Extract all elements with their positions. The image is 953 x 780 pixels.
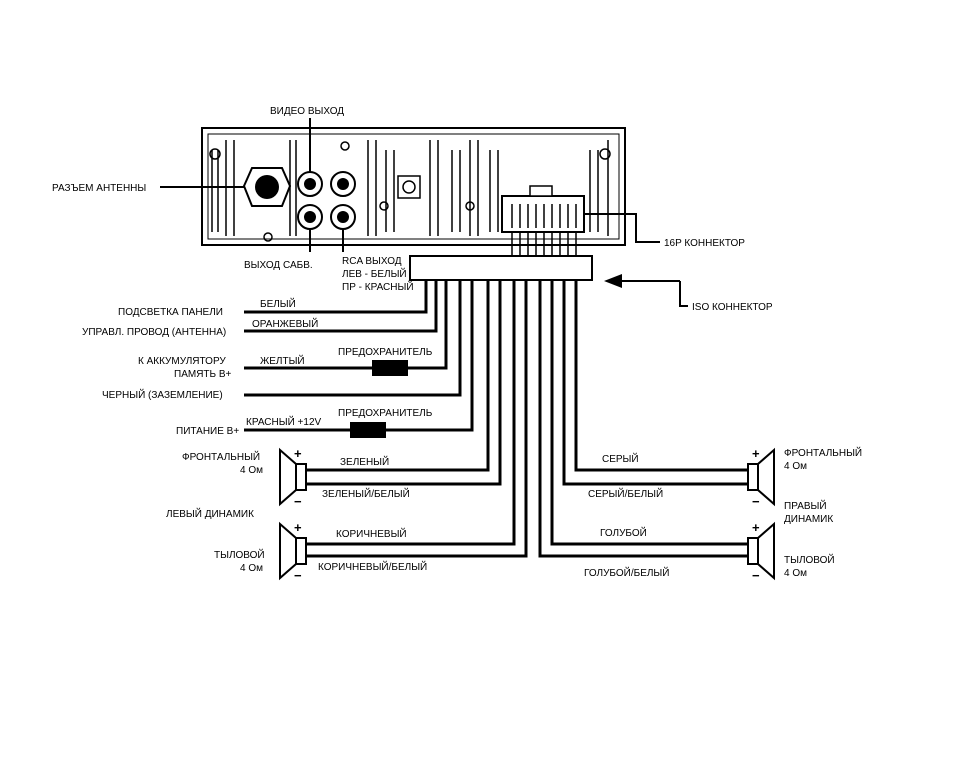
left-wires [244,280,528,558]
green-wire-label: ЗЕЛЕНЫЙ [340,455,389,468]
gray-wire-label: СЕРЫЙ [602,452,639,465]
iso-connector-label: ISO КОННЕКТОР [692,302,773,313]
right-speaker-label-1: ПРАВЫЙ [784,499,827,512]
fuse-battery [372,360,408,376]
antenna-ctrl-label: УПРАВЛ. ПРОВОД (АНТЕННА) [82,327,226,338]
polarity-minus: − [294,568,302,583]
head-unit-rear-panel [201,127,626,246]
fuse-battery-label: ПРЕДОХРАНИТЕЛЬ [338,347,433,358]
left-rear-label-1: ТЫЛОВОЙ [214,548,265,561]
polarity-plus: + [752,520,760,535]
wire-bundle [511,232,577,256]
gray-white-wire-label: СЕРЫЙ/БЕЛЫЙ [588,487,663,500]
polarity-minus: − [752,568,760,583]
polarity-minus: − [294,494,302,509]
right-front-label-2: 4 Ом [784,461,807,472]
video-out-label: ВИДЕО ВЫХОД [270,106,344,117]
blue-wire-label: ГОЛУБОЙ [600,526,647,539]
left-front-label-1: ФРОНТАЛЬНЫЙ [182,450,260,463]
connector-16p-leader [584,213,660,243]
right-rear-label-2: 4 Ом [784,568,807,579]
screw-icon [209,148,221,160]
left-front-label-2: 4 Ом [240,465,263,476]
rca-right-out-icon [330,204,356,230]
speaker-left-front-icon [279,447,307,507]
red-wire-label: КРАСНЫЙ +12V [246,415,322,428]
orange-wire-label: ОРАНЖЕВЫЙ [252,317,318,330]
iso-connector-block [409,255,593,281]
left-rear-label-2: 4 Ом [240,563,263,574]
brown-white-wire-label: КОРИЧНЕВЫЙ/БЕЛЫЙ [318,560,427,573]
panel-light-label: ПОДСВЕТКА ПАНЕЛИ [118,307,223,318]
battery-label-1: К АККУМУЛЯТОРУ [138,356,226,367]
yellow-wire-label: ЖЕЛТЫЙ [260,354,305,367]
white-wire-label: БЕЛЫЙ [260,297,296,310]
polarity-plus: + [294,520,302,535]
antenna-jack-label: РАЗЪЕМ АНТЕННЫ [52,183,146,194]
screw-icon [340,141,350,151]
mount-nut-icon [397,175,421,199]
right-rear-label-1: ТЫЛОВОЙ [784,553,835,566]
right-wires [538,280,750,558]
polarity-minus: − [752,494,760,509]
iso-connector-arrow [604,274,688,307]
fuse-power [350,422,386,438]
ground-label: ЧЕРНЫЙ (ЗАЗЕМЛЕНИЕ) [102,388,223,401]
speaker-right-front-icon [747,447,775,507]
polarity-plus: + [294,446,302,461]
sub-out-label: ВЫХОД САБВ. [244,260,313,271]
right-speaker-label-2: ДИНАМИК [784,514,833,525]
video-out-rca-icon [297,171,323,197]
rca-out-label-3: ПР - КРАСНЫЙ [342,280,414,293]
green-white-wire-label: ЗЕЛЕНЫЙ/БЕЛЫЙ [322,487,410,500]
fuse-power-label: ПРЕДОХРАНИТЕЛЬ [338,408,433,419]
connector-16p-socket [501,185,585,233]
right-front-label-1: ФРОНТАЛЬНЫЙ [784,446,862,459]
screw-icon [379,201,389,211]
left-speaker-label: ЛЕВЫЙ ДИНАМИК [166,507,254,520]
rca-out-label-2: ЛЕВ - БЕЛЫЙ [342,267,407,280]
rca-out-label-1: RCA ВЫХОД [342,256,402,267]
polarity-plus: + [752,446,760,461]
rca-left-out-icon [330,171,356,197]
connector-16p-label: 16P КОННЕКТОР [664,238,745,249]
power-label: ПИТАНИЕ В+ [176,426,239,437]
antenna-jack-icon [242,167,292,207]
blue-white-wire-label: ГОЛУБОЙ/БЕЛЫЙ [584,566,669,579]
speaker-left-rear-icon [279,521,307,581]
screw-icon [599,148,611,160]
battery-label-2: ПАМЯТЬ В+ [174,369,232,380]
screw-icon [465,201,475,211]
speaker-right-rear-icon [747,521,775,581]
brown-wire-label: КОРИЧНЕВЫЙ [336,527,407,540]
screw-icon [263,232,273,242]
sub-out-rca-icon [297,204,323,230]
